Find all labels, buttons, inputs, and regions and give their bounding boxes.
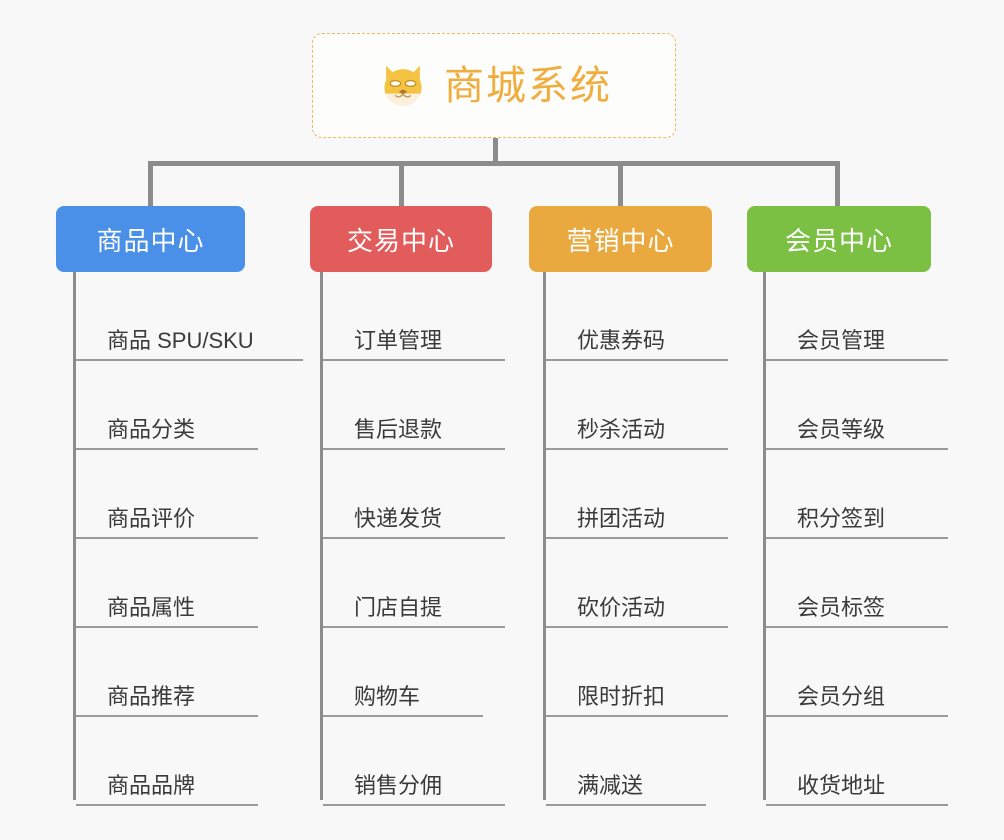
subitem-label: 销售分佣: [354, 772, 443, 798]
subitem-underline: 售后退款: [323, 416, 505, 450]
subitem-underline: 商品 SPU/SKU: [76, 327, 303, 361]
subitem-underline: 限时折扣: [546, 683, 728, 717]
subitem-label: 商品评价: [107, 505, 196, 531]
connector-drop-2: [399, 161, 404, 207]
subitem-label: 拼团活动: [577, 505, 666, 531]
subitem-label: 售后退款: [354, 416, 443, 442]
subitem-underline: 快递发货: [323, 505, 505, 539]
subitem-underline: 商品评价: [76, 505, 258, 539]
subitem-row[interactable]: 商品分类: [76, 361, 258, 450]
subitem-row[interactable]: 商品属性: [76, 539, 258, 628]
connector-stem: [493, 138, 498, 164]
subitem-row[interactable]: 秒杀活动: [546, 361, 728, 450]
subitem-underline: 会员管理: [766, 327, 948, 361]
subitem-row[interactable]: 收货地址: [766, 717, 948, 806]
subitem-row[interactable]: 购物车: [323, 628, 483, 717]
subitem-label: 商品品牌: [107, 772, 196, 798]
subitem-row[interactable]: 订单管理: [323, 272, 505, 361]
subitem-row[interactable]: 快递发货: [323, 450, 505, 539]
subitem-row[interactable]: 销售分佣: [323, 717, 505, 806]
subitem-underline: 商品推荐: [76, 683, 258, 717]
subitem-label: 砍价活动: [577, 594, 666, 620]
subitem-label: 门店自提: [354, 594, 443, 620]
subitem-row[interactable]: 会员管理: [766, 272, 948, 361]
subitem-row[interactable]: 拼团活动: [546, 450, 728, 539]
subitem-label: 订单管理: [354, 327, 443, 353]
root-node-card[interactable]: 商城系统: [312, 33, 676, 138]
subitem-underline: 商品属性: [76, 594, 258, 628]
subitem-label: 会员标签: [797, 594, 886, 620]
subitem-label: 积分签到: [797, 505, 886, 531]
subitem-underline: 满减送: [546, 772, 706, 806]
subitem-row[interactable]: 限时折扣: [546, 628, 728, 717]
subitem-label: 收货地址: [797, 772, 886, 798]
subitem-underline: 积分签到: [766, 505, 948, 539]
subitem-underline: 门店自提: [323, 594, 505, 628]
connector-horizontal-bar: [148, 161, 840, 166]
subitem-label: 优惠券码: [577, 327, 666, 353]
subitem-label: 商品推荐: [107, 683, 196, 709]
category-box-4[interactable]: 会员中心: [747, 206, 931, 272]
column-rail: [763, 272, 766, 800]
subitem-underline: 购物车: [323, 683, 483, 717]
subitem-underline: 拼团活动: [546, 505, 728, 539]
subitem-label: 快递发货: [354, 505, 443, 531]
subitem-row[interactable]: 商品 SPU/SKU: [76, 272, 303, 361]
category-box-3[interactable]: 营销中心: [529, 206, 712, 272]
subitem-row[interactable]: 优惠券码: [546, 272, 728, 361]
subitem-row[interactable]: 门店自提: [323, 539, 505, 628]
subitem-underline: 砍价活动: [546, 594, 728, 628]
subitem-label: 商品分类: [107, 416, 196, 442]
subitem-row[interactable]: 商品品牌: [76, 717, 258, 806]
subitem-label: 购物车: [354, 683, 421, 709]
subitem-underline: 商品分类: [76, 416, 258, 450]
subitem-row[interactable]: 会员标签: [766, 539, 948, 628]
subitem-underline: 优惠券码: [546, 327, 728, 361]
root-node-title: 商城系统: [444, 63, 612, 108]
column-rail: [320, 272, 323, 800]
subitem-underline: 商品品牌: [76, 772, 258, 806]
subitem-label: 会员等级: [797, 416, 886, 442]
subitem-underline: 秒杀活动: [546, 416, 728, 450]
subitem-underline: 会员等级: [766, 416, 948, 450]
subitem-label: 会员管理: [797, 327, 886, 353]
connector-drop-3: [618, 161, 623, 207]
subitem-row[interactable]: 商品评价: [76, 450, 258, 539]
subitem-underline: 收货地址: [766, 772, 948, 806]
subitem-row[interactable]: 会员等级: [766, 361, 948, 450]
category-label: 商品中心: [96, 225, 205, 256]
shiba-dog-icon: [384, 65, 422, 106]
subitem-underline: 会员标签: [766, 594, 948, 628]
subitem-underline: 订单管理: [323, 327, 505, 361]
category-label: 营销中心: [566, 225, 675, 256]
subitem-label: 秒杀活动: [577, 416, 666, 442]
category-box-2[interactable]: 交易中心: [310, 206, 492, 272]
subitem-label: 商品 SPU/SKU: [107, 327, 254, 353]
subitem-row[interactable]: 积分签到: [766, 450, 948, 539]
column-rail: [543, 272, 546, 800]
subitem-row[interactable]: 会员分组: [766, 628, 948, 717]
subitem-label: 限时折扣: [577, 683, 666, 709]
subitem-row[interactable]: 满减送: [546, 717, 706, 806]
subitem-label: 会员分组: [797, 683, 886, 709]
subitem-underline: 会员分组: [766, 683, 948, 717]
connector-drop-1: [148, 161, 153, 207]
subitem-underline: 销售分佣: [323, 772, 505, 806]
connector-drop-4: [835, 161, 840, 207]
subitem-label: 满减送: [577, 772, 644, 798]
category-label: 会员中心: [784, 225, 893, 256]
subitem-row[interactable]: 砍价活动: [546, 539, 728, 628]
category-box-1[interactable]: 商品中心: [56, 206, 245, 272]
subitem-row[interactable]: 售后退款: [323, 361, 505, 450]
subitem-label: 商品属性: [107, 594, 196, 620]
column-rail: [73, 272, 76, 800]
category-label: 交易中心: [346, 225, 455, 256]
subitem-row[interactable]: 商品推荐: [76, 628, 258, 717]
